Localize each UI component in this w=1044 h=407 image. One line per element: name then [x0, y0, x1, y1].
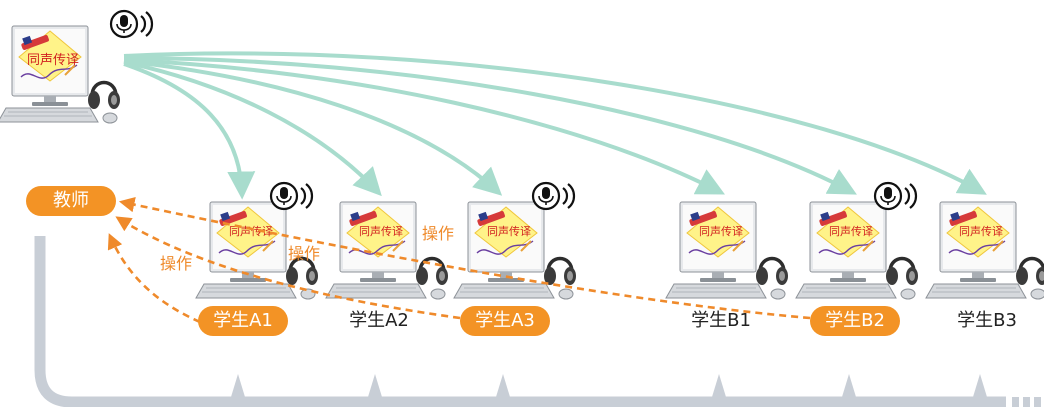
student-a3-label: 学生A3 — [460, 306, 550, 336]
svg-text:同声传译: 同声传译 — [359, 224, 403, 238]
student-b1-computer: 同声传译 — [666, 202, 788, 299]
network-connectors — [231, 374, 987, 397]
student-b2-label: 学生B2 — [810, 306, 900, 336]
broadcast-arrow-b1 — [123, 58, 725, 195]
operate-label-a1: 操作 — [160, 254, 193, 273]
teacher-mic-icon — [109, 9, 154, 39]
student-a2-mic-icon — [269, 181, 314, 211]
teacher-screen-text: 同声传译 — [27, 52, 79, 67]
teacher-label: 教师 — [26, 186, 116, 216]
svg-text:同声传译: 同声传译 — [699, 224, 743, 238]
broadcast-arrow-a1 — [123, 62, 256, 200]
svg-text:同声传译: 同声传译 — [959, 224, 1003, 238]
broadcast-arrow-b3 — [123, 51, 987, 195]
student-a2-computer: 同声传译 — [326, 202, 448, 299]
operate-arrow-a1 — [107, 233, 201, 324]
student-a2-label: 学生A2 — [349, 310, 409, 331]
student-a3-computer: 同声传译 — [454, 202, 576, 299]
network-bus — [34, 236, 1006, 407]
student-a1-label: 学生A1 — [198, 306, 288, 336]
student-b3-label: 学生B3 — [957, 310, 1017, 331]
broadcast-arrow-b2 — [123, 56, 857, 195]
network-bus-continuation — [1012, 397, 1041, 407]
broadcast-arrow-a2 — [123, 60, 382, 197]
svg-text:同声传译: 同声传译 — [829, 224, 873, 238]
student-b3-computer: 同声传译 — [926, 202, 1044, 299]
broadcast-arrow-a3 — [123, 59, 503, 196]
student-b2-computer: 同声传译 — [796, 202, 918, 299]
operate-arrows — [107, 196, 811, 324]
broadcast-arrows — [123, 51, 987, 200]
operate-arrow-a3 — [115, 216, 461, 320]
student-a3-mic-icon — [531, 181, 576, 211]
teacher-computer: 同声传译 — [0, 26, 120, 123]
operate-label-a3: 操作 — [288, 244, 321, 263]
svg-text:同声传译: 同声传译 — [487, 224, 531, 238]
student-b2-mic-icon — [873, 181, 918, 211]
operate-arrow-b2 — [118, 196, 811, 320]
operate-label-b2: 操作 — [422, 224, 455, 243]
student-b1-label: 学生B1 — [691, 310, 751, 331]
